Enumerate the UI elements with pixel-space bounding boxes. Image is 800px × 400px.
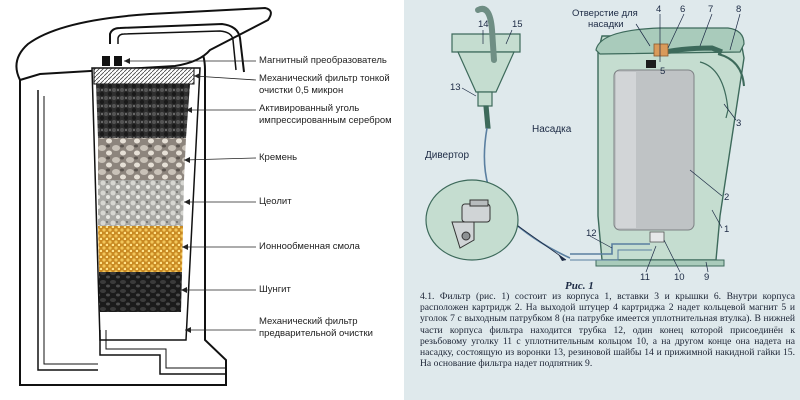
part-number-1: 1 <box>724 224 730 235</box>
label-magnetic-converter: Магнитный преобразователь <box>259 55 387 66</box>
tube-12-bottom <box>570 243 650 255</box>
leader-lines <box>124 60 257 331</box>
thread-elbow-11 <box>649 231 665 243</box>
label-fine-filter-2: очистки 0,5 микрон <box>259 85 344 96</box>
spout-tube <box>109 22 245 73</box>
label-nozzle-hole-1: Отверстие для <box>572 8 638 19</box>
part-number-9: 9 <box>704 272 710 283</box>
part-number-3: 3 <box>736 118 742 129</box>
part-number-10: 10 <box>674 272 685 283</box>
figure-caption: Рис. 1 <box>565 280 594 292</box>
description-text: 4.1. Фильтр (рис. 1) состоит из корпуса … <box>420 291 795 369</box>
description-paragraph: 4.1. Фильтр (рис. 1) состоит из корпуса … <box>420 291 795 370</box>
part-number-4: 4 <box>656 4 662 15</box>
layer-resin <box>98 226 183 272</box>
part-number-8: 8 <box>736 4 742 15</box>
part-number-12: 12 <box>586 228 597 239</box>
label-activated-carbon-1: Активированный уголь <box>259 103 360 114</box>
layer-shungite <box>99 272 182 312</box>
jug-lid <box>15 6 272 82</box>
part-leaders <box>461 13 741 273</box>
layer-carbon <box>96 84 190 138</box>
label-ion-exchange-resin: Ионнообменная смола <box>259 241 360 252</box>
label-shungite: Шунгит <box>259 284 291 295</box>
filter-cross-section-diagram <box>15 6 272 386</box>
part-number-7: 7 <box>708 4 714 15</box>
part-number-11: 11 <box>640 272 650 283</box>
label-fine-filter-1: Механический фильтр тонкой <box>259 73 390 84</box>
layer-flint <box>98 138 186 180</box>
insert-3 <box>699 61 729 119</box>
label-diverter: Дивертор <box>425 150 470 161</box>
label-prefilter-1: Механический фильтр <box>259 316 358 327</box>
part-number-14: 14 <box>478 19 489 30</box>
lower-pipe <box>99 330 226 375</box>
part-number-6: 6 <box>680 4 686 15</box>
nozzle-assembly <box>451 33 521 129</box>
label-zeolite: Цеолит <box>259 196 292 207</box>
divertor-body <box>451 199 491 249</box>
base-9 <box>595 259 725 267</box>
part-number-15: 15 <box>512 19 523 30</box>
elbow-7 <box>653 43 669 57</box>
label-flint: Кремень <box>259 152 298 163</box>
label-nozzle-hole-2: насадки <box>588 19 624 30</box>
part-number-2: 2 <box>724 192 730 203</box>
layer-zeolite <box>98 180 184 226</box>
outlet-pipe-8 <box>717 53 745 87</box>
magnet-5 <box>646 60 656 68</box>
part-number-5: 5 <box>660 66 666 77</box>
label-nozzle: Насадка <box>532 124 572 135</box>
label-prefilter-2: предварительной очистки <box>259 328 373 339</box>
label-activated-carbon-2: импрессированным серебром <box>259 115 392 126</box>
part-number-13: 13 <box>450 82 461 93</box>
